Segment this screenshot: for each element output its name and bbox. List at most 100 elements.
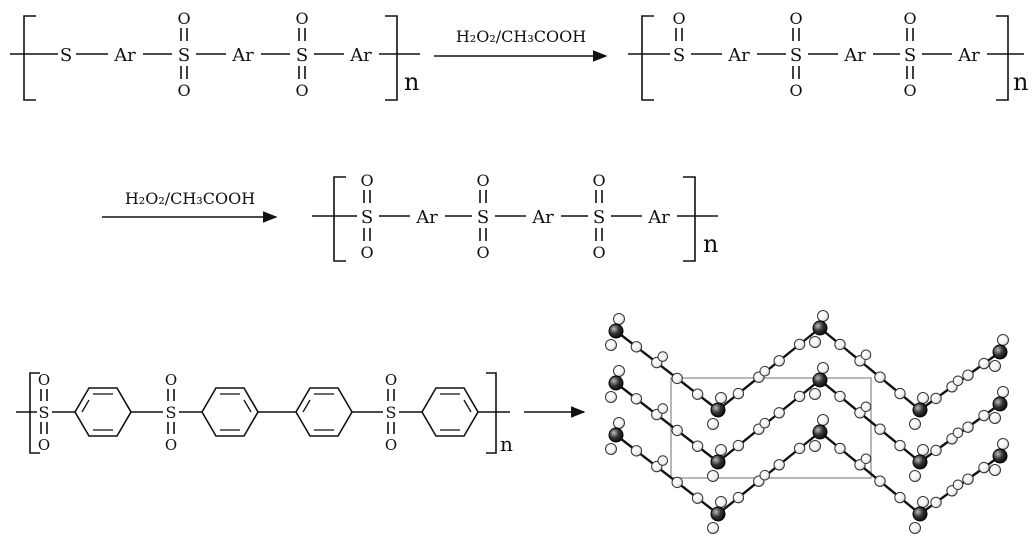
carbon-atom [962,421,974,433]
sulfonyl-sulfur: S [593,207,605,228]
oxygen-atom [605,339,617,351]
reaction-arrow-2: H₂O₂/CH₃COOH [102,189,278,223]
carbon-atom [630,341,643,353]
sulfonyl-sulfur: S [178,45,190,66]
oxygen-atom [917,496,929,508]
reaction-arrow-1: H₂O₂/CH₃COOH [434,27,608,62]
carbon-atom [793,338,806,351]
oxygen-atom: O [789,81,802,100]
oxygen-atom: O [592,171,605,190]
oxygen-atom: O [789,9,802,28]
repeat-n: n [1013,68,1028,96]
sulfonyl-sulfur: S [296,45,308,66]
bracket-right [385,15,398,101]
sulfur-atom [992,396,1008,412]
oxygen-atom: O [903,9,916,28]
carbon-atom [691,492,704,504]
oxygen-atom [817,362,829,374]
oxygen-atom [613,313,625,325]
carbon-atom [732,439,745,452]
sulfur-atom: S [60,45,72,66]
aryl-group: Ar [113,45,136,66]
sulfonyl-sulfur: S [361,207,373,228]
polymer-polysulfone: S O O Ar S O O Ar S O O Ar n [312,171,718,262]
oxygen-atom: O [177,81,190,100]
carbon-atom [759,469,771,481]
benzene-ring [295,387,353,437]
carbon-atom [930,496,942,509]
sulfur-atom [912,402,928,418]
oxygen-atom: O [38,436,50,454]
oxygen-atom: O [165,436,177,454]
carbon-atom [657,351,669,362]
oxygen-atom [809,336,821,348]
aryl-group: Ar [957,45,980,66]
oxygen-atom [715,392,727,404]
sulfur-atom [912,506,928,522]
carbon-atom [874,475,886,487]
sulfur-atom [710,506,726,522]
oxygen-atom [989,412,1001,424]
carbon-atom [874,371,886,383]
oxygen-atom [605,391,617,403]
oxygen-atom [989,360,1001,372]
bracket-right [683,176,696,262]
oxygen-atom: O [165,371,177,389]
oxygen-atom [809,440,821,452]
aryl-group: Ar [531,207,554,228]
carbon-atom [930,444,942,457]
carbon-atom [874,423,886,435]
oxygen-atom: O [295,81,308,100]
sulfur-atom [992,448,1008,464]
oxygen-atom: O [476,171,489,190]
sulfur-atom [992,344,1008,360]
polymer-biphenyl-polysulfone: S O O S O O [16,371,513,456]
sulfur-atom [912,454,928,470]
oxygen-atom [917,392,929,404]
sulfonyl-sulfur: S [166,403,177,422]
carbon-atom [978,461,990,474]
sulfonyl-sulfur: S [790,45,802,66]
oxygen-atom [909,522,921,534]
oxygen-atom [707,418,719,430]
sulfonyl-sulfur: S [904,45,916,66]
unit-cell-box [670,377,872,479]
bracket-right [486,372,497,454]
sulfur-atom [608,427,624,443]
oxygen-atom: O [385,436,397,454]
aryl-group: Ar [231,45,254,66]
oxygen-atom [817,310,829,322]
carbon-atom [671,476,683,489]
carbon-atom [732,387,745,400]
oxygen-atom [997,438,1009,450]
oxygen-atom: O [360,171,373,190]
oxygen-atom [707,522,719,534]
aryl-group: Ar [843,45,866,66]
repeat-n: n [404,68,419,96]
carbon-atom [759,365,771,377]
carbon-atom [691,440,704,452]
oxygen-atom: O [672,9,685,28]
sulfoxide-sulfur: S [673,45,685,66]
polymer-sulfide-sulfone: S Ar S O O Ar S O O Ar n [10,9,420,101]
oxygen-atom [715,496,727,508]
sulfur-atom [812,320,828,336]
carbon-atom [773,459,785,471]
carbon-atom [834,390,846,403]
sulfonyl-sulfur: S [39,403,50,422]
carbon-atom [894,439,906,452]
oxygen-atom [809,388,821,400]
carbon-atom [773,355,785,367]
oxygen-atom: O [592,243,605,262]
oxygen-atom [707,470,719,482]
carbon-atom [894,387,906,400]
sulfonyl-sulfur: S [386,403,397,422]
aryl-group: Ar [727,45,750,66]
aryl-group: Ar [647,207,670,228]
carbon-atom [978,409,990,422]
bracket-left [29,372,40,454]
oxygen-atom [605,443,617,455]
aryl-group: Ar [415,207,438,228]
carbon-atom [962,369,974,381]
